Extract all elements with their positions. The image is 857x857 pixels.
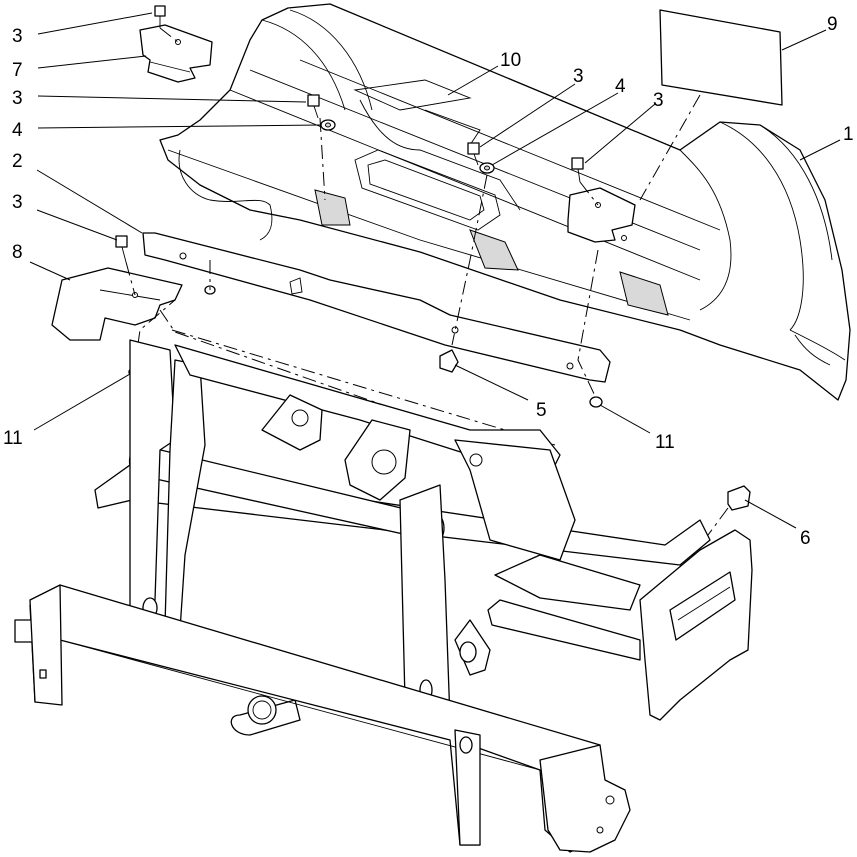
fasteners	[115, 5, 751, 511]
callout-7: 7	[12, 60, 23, 81]
warning-decal	[669, 571, 736, 641]
decal-part-9	[659, 9, 783, 106]
bolt-3-a	[154, 5, 166, 28]
bolt-3-d	[467, 142, 480, 166]
callout-2: 2	[12, 151, 23, 172]
leader-lines	[29, 12, 841, 529]
washer-4-b	[479, 162, 495, 174]
rear-shroud-part	[159, 3, 851, 401]
cap-6	[727, 485, 751, 511]
callouts: 3 7 3 4 2 3 8 11 10 3 4 3 9 1 5 11 6	[3, 14, 854, 549]
nut-11-b	[589, 396, 603, 408]
decal-part-10	[353, 79, 472, 111]
bolt-3-c	[115, 235, 128, 263]
mounting-bar-part-2	[142, 232, 611, 383]
callout-10: 10	[500, 50, 521, 71]
callout-4-center: 4	[615, 76, 626, 97]
bracket-part-7-right	[567, 187, 636, 243]
callout-11-right: 11	[655, 432, 675, 453]
callout-5: 5	[536, 400, 547, 421]
bracket-part-8	[51, 267, 183, 341]
callout-3-bolt: 3	[12, 88, 23, 109]
callout-6: 6	[800, 528, 811, 549]
mount-frame-assembly	[14, 339, 753, 853]
washer-4-a	[320, 119, 336, 131]
callout-3-right: 3	[653, 90, 664, 111]
callout-4-washer: 4	[12, 120, 23, 141]
callout-1: 1	[843, 124, 854, 145]
clip-5	[439, 349, 459, 373]
callout-8: 8	[12, 242, 23, 263]
bolt-3-e	[571, 157, 584, 183]
callout-3-center: 3	[573, 66, 584, 87]
bolt-3-b	[307, 94, 320, 119]
callout-3-top: 3	[12, 26, 23, 47]
callout-9: 9	[827, 14, 838, 35]
callout-3-left: 3	[12, 192, 23, 213]
callout-11-left: 11	[3, 428, 23, 449]
bracket-part-7	[139, 24, 213, 83]
